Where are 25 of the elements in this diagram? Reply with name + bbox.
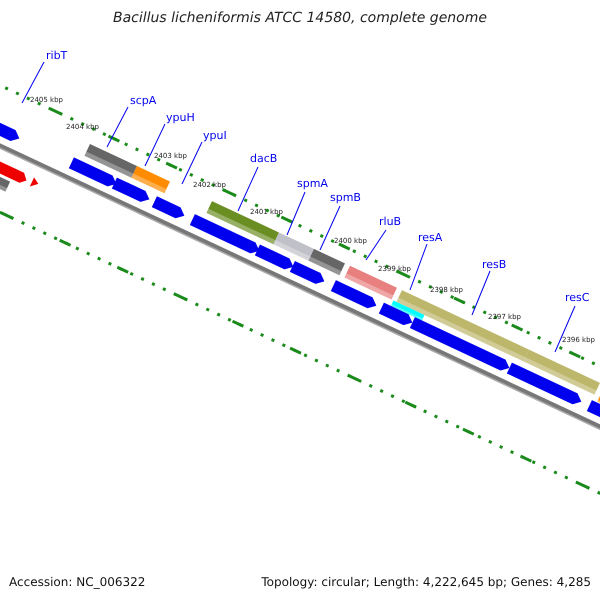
gene-label: resC [565,292,590,303]
gene-label: ypuH [166,112,195,123]
gene-label: ypuI [203,130,227,141]
leader-line [182,142,202,184]
leader-line [144,124,166,166]
leader-line [472,270,490,316]
genome-info-text: Topology: circular; Length: 4,222,645 bp; Genes: 4,285 [261,576,591,588]
gene-label: spmB [330,192,361,203]
leader-line [238,166,258,212]
gene-label: dacB [250,153,278,164]
gene-label: resA [418,232,442,243]
leader-line [554,306,576,352]
gene-label: scpA [130,95,156,106]
leader-line [106,106,128,148]
gene-label: ribT [46,50,68,61]
leader-line [410,244,428,290]
leader-line [286,192,306,236]
gene-label: resB [482,259,506,270]
leader-line [22,62,44,104]
gene-label: rluB [379,216,402,227]
leader-line [366,230,386,260]
accession-text: Accession: NC_006322 [9,576,146,588]
title: Bacillus licheniformis ATCC 14580, complete genome [112,11,488,25]
leader-line [320,206,340,250]
gene-label: spmA [297,178,328,189]
